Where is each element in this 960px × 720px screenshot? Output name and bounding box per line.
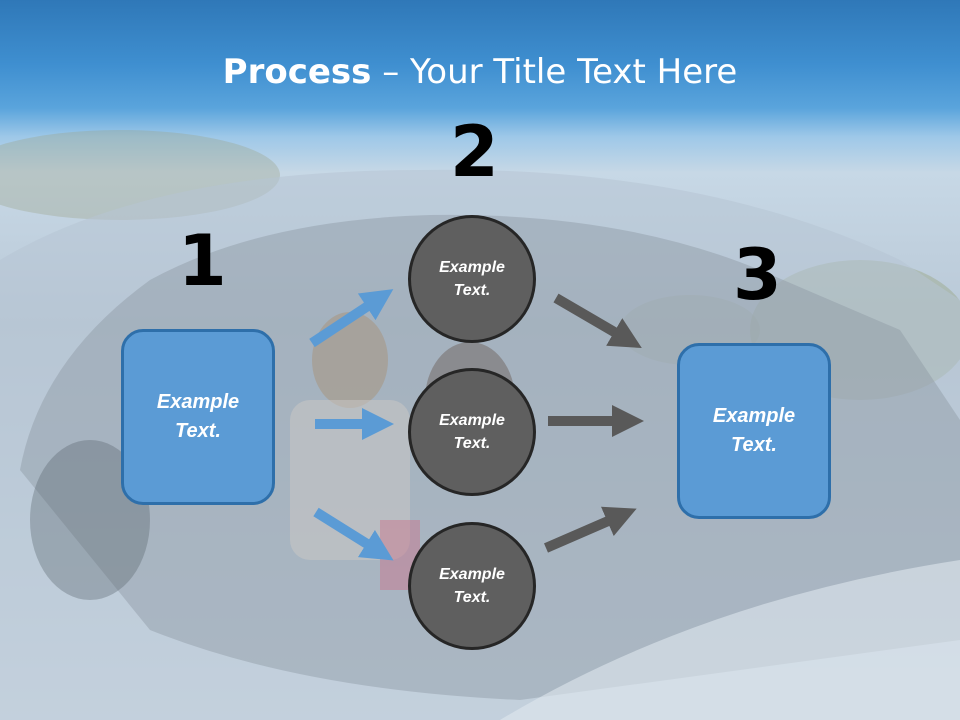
step-number-2: 2	[450, 111, 499, 193]
arrow-to-top	[309, 289, 394, 348]
circle-middle: Example Text.	[408, 368, 536, 496]
step-number-3: 3	[733, 234, 782, 316]
process-box-left: Example Text.	[121, 329, 275, 505]
process-box-right-label: Example Text.	[712, 405, 796, 456]
title-bold: Process	[222, 52, 372, 92]
circle-bottom: Example Text.	[408, 522, 536, 650]
process-box-left-label: Example Text.	[156, 391, 240, 442]
arrow-bottom-to-right	[544, 506, 637, 553]
slide-title: Process – Your Title Text Here	[0, 52, 960, 92]
arrow-top-to-right	[553, 293, 642, 349]
circle-middle-label: Example Text.	[439, 412, 505, 452]
step-number-1: 1	[178, 220, 227, 302]
circle-top: Example Text.	[408, 215, 536, 343]
arrow-to-bottom	[313, 507, 394, 561]
circle-bottom-label: Example Text.	[439, 566, 505, 606]
title-rest: Your Title Text Here	[410, 52, 738, 92]
process-box-right: Example Text.	[677, 343, 831, 519]
title-dash: –	[371, 52, 411, 92]
circle-top-label: Example Text.	[439, 259, 505, 299]
